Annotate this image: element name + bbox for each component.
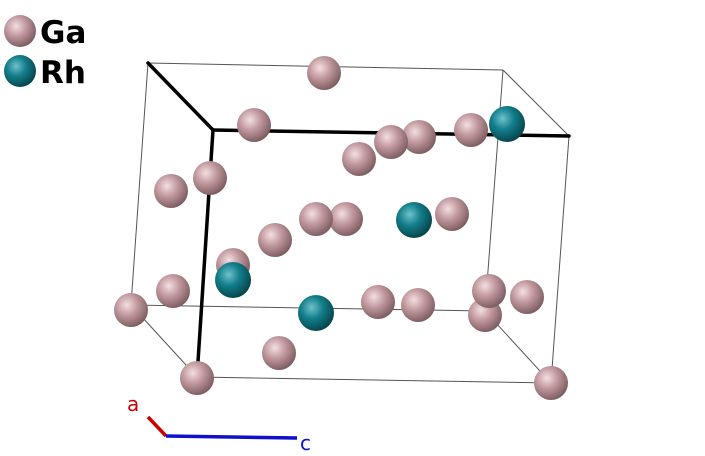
ga-atom <box>156 274 190 308</box>
ga-atom-icon <box>4 15 36 47</box>
cell-edge <box>130 62 149 306</box>
ga-atom <box>258 223 292 257</box>
ga-atom <box>534 366 568 400</box>
a-axis-label: a <box>127 392 139 416</box>
ga-atom <box>299 202 333 236</box>
c-axis-label: c <box>300 431 311 455</box>
ga-atom <box>114 293 148 327</box>
ga-atom <box>472 274 506 308</box>
c-axis-line <box>165 434 298 440</box>
ga-atom <box>374 125 408 159</box>
ga-atom <box>193 161 227 195</box>
ga-atom <box>180 361 214 395</box>
rh-atom <box>298 295 334 331</box>
ga-atom <box>154 174 188 208</box>
legend-label-ga: Ga <box>40 15 86 51</box>
cell-edge <box>196 376 552 384</box>
rh-atom-icon <box>4 55 36 87</box>
ga-atom <box>361 285 395 319</box>
ga-atom <box>402 120 436 154</box>
cell-edge <box>550 135 570 384</box>
axis-indicator: a c <box>127 392 311 455</box>
rh-atom <box>489 106 525 142</box>
ga-atom <box>342 142 376 176</box>
atoms <box>114 56 568 400</box>
ga-atom <box>329 202 363 236</box>
legend: Ga Rh <box>4 15 86 91</box>
rh-atom <box>396 202 432 238</box>
ga-atom <box>237 108 271 142</box>
cell-edge-bold <box>146 61 215 132</box>
rh-atom <box>215 262 251 298</box>
ga-atom <box>307 56 341 90</box>
a-axis-line <box>146 415 168 438</box>
ga-atom <box>454 113 488 147</box>
ga-atom <box>262 336 296 370</box>
ga-atom <box>510 280 544 314</box>
ga-atom <box>435 197 469 231</box>
ga-atom <box>401 288 435 322</box>
legend-label-rh: Rh <box>40 55 86 91</box>
cell-edge <box>502 69 570 137</box>
